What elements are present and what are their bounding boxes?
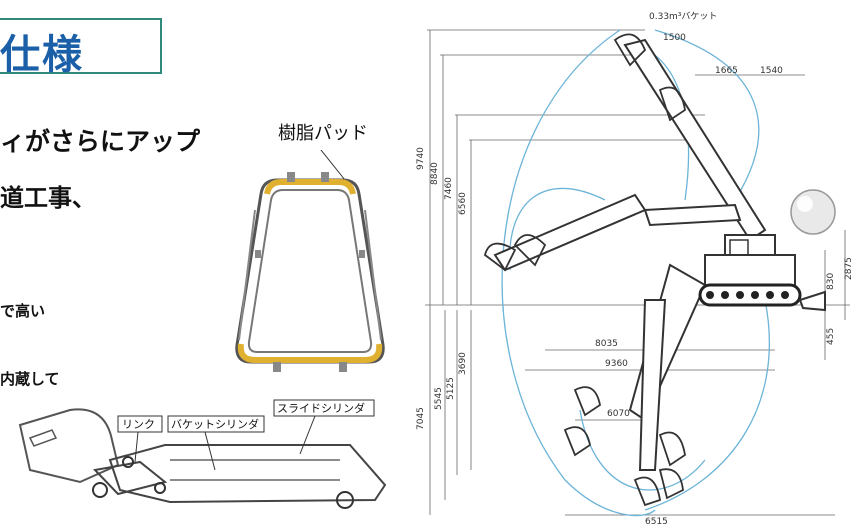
link-part: [92, 460, 168, 496]
label-link-text: リンク: [122, 418, 155, 431]
wrecking-ball: [790, 189, 836, 235]
working-range-diagram: 0.33m³バケット 1500 1665 1540 9740 8840 7460…: [416, 11, 854, 527]
label-bucket-cylinder: バケットシリンダ: [167, 415, 265, 433]
dim-9740: 9740: [416, 147, 426, 170]
dim-8035: 8035: [595, 339, 618, 349]
dimension-labels: 0.33m³バケット 1500 1665 1540 9740 8840 7460…: [416, 11, 854, 527]
buckets: [483, 33, 686, 507]
dim-5125: 5125: [446, 377, 456, 400]
arm-body: [108, 444, 387, 504]
label-slide-cylinder: スライドシリンダ: [273, 399, 375, 417]
pad-label: 樹脂パッド: [278, 123, 368, 144]
label-slide-cylinder-text: スライドシリンダ: [277, 401, 365, 415]
dim-6070: 6070: [607, 409, 630, 419]
frame-outer: [235, 178, 385, 364]
section-title-box: 仕様: [0, 18, 162, 78]
dim-830: 830: [826, 273, 836, 290]
machine-body: [698, 234, 826, 312]
dim-2875: 2875: [844, 257, 854, 280]
body-line-4: 内蔵して: [0, 370, 60, 388]
body-line-2: 道工事、: [0, 184, 96, 212]
dim-9360: 9360: [605, 359, 628, 369]
dim-1665: 1665: [715, 66, 738, 76]
attachment-drawing: リンク バケットシリンダ スライドシリンダ: [18, 399, 387, 509]
body-line-1: ィがさらにアップ: [0, 127, 201, 156]
dim-7045: 7045: [416, 407, 426, 430]
dim-6560: 6560: [458, 192, 468, 215]
dim-455: 455: [826, 328, 836, 345]
dim-8840: 8840: [430, 162, 440, 185]
dim-7460: 7460: [444, 177, 454, 200]
pad-bottom: [237, 343, 383, 363]
bucket-outline: [18, 408, 120, 484]
boom-cross-section-figure: [235, 150, 385, 372]
frame-inner: [247, 189, 373, 353]
pad-top: [264, 179, 356, 195]
dim-3690: 3690: [458, 352, 468, 375]
section-title: 仕様: [0, 32, 84, 78]
pad-pointer-line: [320, 150, 346, 181]
label-bucket-cylinder-text: バケットシリンダ: [171, 417, 259, 431]
dim-1500: 1500: [663, 33, 686, 43]
dim-bucket-label: 0.33m³バケット: [649, 11, 717, 22]
label-link: リンク: [117, 415, 163, 433]
dim-5545: 5545: [434, 387, 444, 410]
body-line-3: で高い: [0, 302, 46, 320]
dim-6515: 6515: [645, 517, 668, 527]
dim-1540: 1540: [760, 66, 783, 76]
